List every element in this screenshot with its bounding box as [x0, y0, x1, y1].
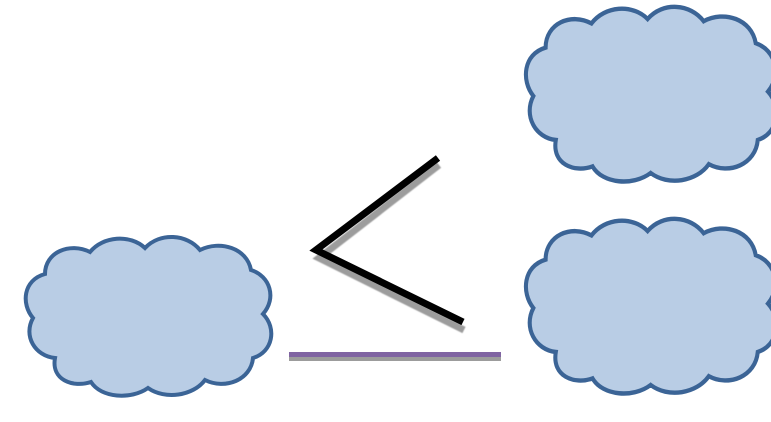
cloud-bottom-right	[526, 219, 771, 394]
connector-line	[309, 155, 465, 326]
cloud-shape	[526, 219, 771, 394]
cloud-shape	[526, 7, 771, 182]
cloud-top-right	[526, 7, 771, 182]
cloud-left	[23, 234, 274, 398]
bar-fill	[289, 352, 501, 357]
connector-shadow	[312, 162, 466, 334]
purple-bar	[289, 352, 501, 361]
cloud-shape	[23, 234, 274, 398]
less-than-connector	[309, 155, 466, 334]
bar-shadow	[289, 355, 501, 361]
